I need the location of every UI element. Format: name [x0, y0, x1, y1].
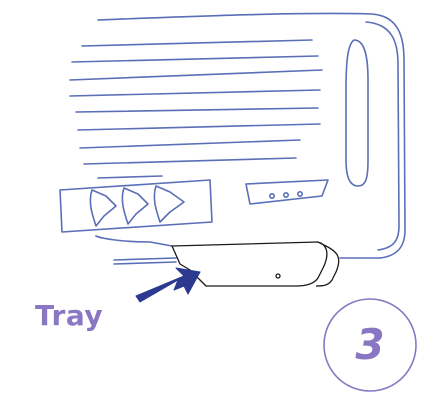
side-handle-icon	[346, 40, 368, 186]
unit-outline-inner-icon	[366, 22, 399, 250]
floor-lines-icon	[114, 258, 176, 264]
drip-tray-icon	[172, 242, 339, 286]
push-arrow-icon	[136, 268, 200, 302]
control-button-3-icon	[298, 192, 302, 196]
unit-outline-icon	[96, 13, 405, 258]
tray-label: Tray	[35, 302, 103, 330]
control-panel-icon	[246, 180, 328, 204]
step-number: 3	[322, 306, 418, 384]
control-button-2-icon	[284, 193, 288, 197]
control-button-1-icon	[270, 194, 274, 198]
louvre-blade-3-icon	[154, 186, 184, 222]
drain-hole-icon	[276, 274, 280, 278]
louvre-blade-1-icon	[90, 190, 116, 226]
louvre-blade-2-icon	[122, 188, 148, 224]
grille-lines-icon	[70, 40, 322, 178]
louvre-panel-icon	[60, 180, 212, 232]
